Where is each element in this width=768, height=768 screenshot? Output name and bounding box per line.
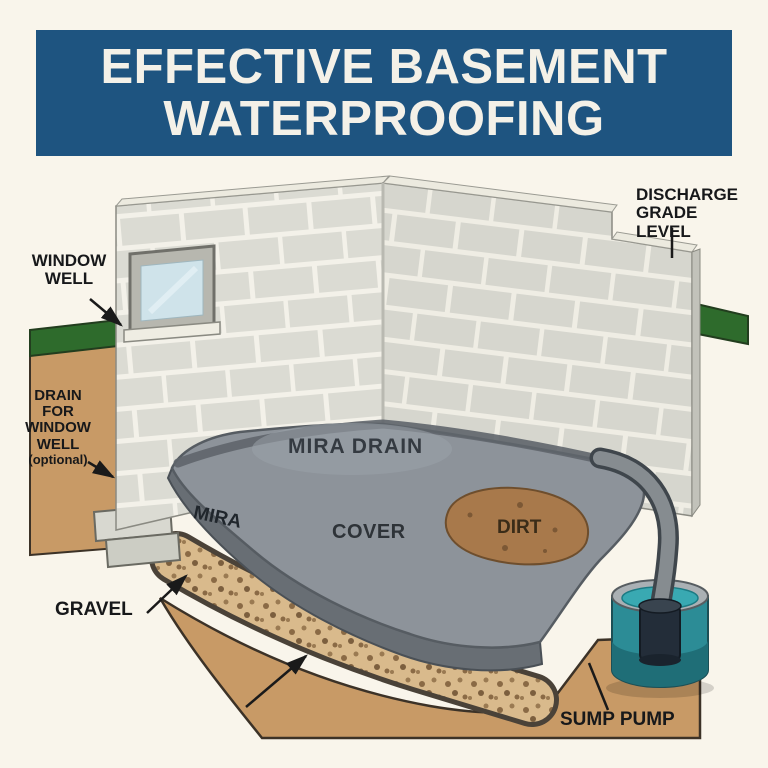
mira-drain-cover-slab [166, 419, 646, 672]
sump-pump-line [587, 662, 610, 711]
label-gravel: GRAVEL [55, 599, 133, 620]
label-dirt: DIRT [497, 517, 542, 538]
window-well [123, 244, 221, 343]
label-cover: COVER [332, 521, 406, 543]
window-sill [123, 321, 221, 343]
discharge-pipe [589, 447, 679, 619]
label-drain-for-window-well: DRAIN FOR WINDOW WELL (optional) [25, 387, 91, 467]
title-line-2: WATERPROOFING [163, 92, 605, 146]
pump-unit [638, 598, 682, 666]
label-sump-pump: SUMP PUMP [560, 709, 675, 730]
drain-arrow [87, 460, 116, 479]
gravel-arrow-2 [245, 654, 308, 708]
label-discharge-grade-level: DISCHARGE GRADE LEVEL [636, 185, 739, 241]
sump-pump-assembly [589, 447, 714, 698]
window-well-arrow [89, 298, 123, 327]
dirt-patch [444, 486, 589, 566]
gravel-bed [149, 531, 559, 727]
gravel-arrow [146, 574, 188, 614]
title-banner: EFFECTIVE BASEMENT WATERPROOFING [36, 30, 732, 156]
ground-exterior [29, 300, 749, 557]
annotation-arrows [87, 228, 674, 711]
title-line-1: EFFECTIVE BASEMENT [100, 39, 668, 94]
label-window-well: WINDOW WELL [31, 251, 107, 289]
label-mira-drain: MIRA DRAIN [288, 435, 424, 458]
